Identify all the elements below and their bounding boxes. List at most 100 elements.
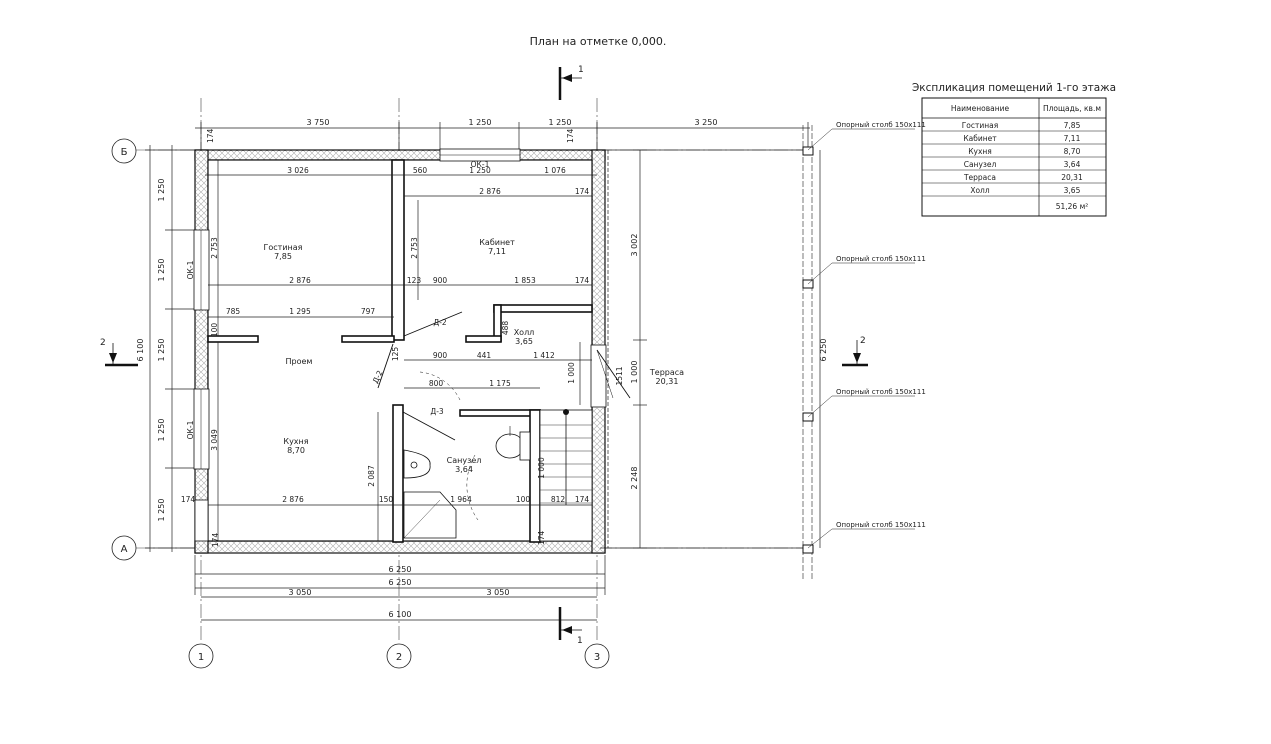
schedule-header-name: Наименование — [951, 104, 1010, 113]
schedule-row-name: Кухня — [968, 147, 992, 156]
dim-1000-stair: 1 000 — [537, 457, 546, 479]
door-tag-d3: Д-3 — [430, 407, 444, 416]
bottom-dim-3: 3 050 — [289, 588, 312, 597]
left-dim-3: 1 250 — [157, 339, 166, 362]
dim-174-a: 174 — [566, 128, 575, 143]
schedule-row-area: 7,11 — [1064, 134, 1081, 143]
bottom-dim-2: 6 250 — [389, 578, 412, 587]
terrace-posts — [802, 125, 915, 580]
post-label-4: Опорный столб 150х111 — [836, 521, 926, 529]
dim-174-top: 174 — [206, 128, 215, 143]
top-dim-2: 1 250 — [469, 118, 492, 127]
section-label-left: 2 — [100, 338, 106, 348]
dim-1964: 1 964 — [450, 495, 472, 504]
right-dimensions — [600, 149, 821, 549]
dim-125: 125 — [391, 347, 400, 362]
top-dim-4: 3 250 — [695, 118, 718, 127]
room-kitchen-area: 8,70 — [287, 446, 305, 455]
dim-150: 150 — [379, 495, 394, 504]
room-living-area: 7,85 — [274, 252, 292, 261]
left-dim-total: 6 100 — [136, 339, 145, 362]
window-tag-ok1-top: ОК-1 — [471, 160, 490, 169]
left-dim-5: 1 250 — [157, 499, 166, 522]
left-dimensions — [145, 145, 195, 552]
right-dim-1: 3 002 — [630, 234, 639, 257]
left-dim-4: 1 250 — [157, 419, 166, 442]
dim-kitchen-w: 2 876 — [282, 495, 304, 504]
room-hall-area: 3,65 — [515, 337, 533, 346]
interior-dimensions — [205, 160, 597, 541]
room-opening-name: Проем — [286, 357, 313, 366]
section-mark-top — [558, 67, 582, 100]
room-bathroom-name: Санузел — [447, 456, 482, 465]
dim-1295: 1 295 — [289, 307, 311, 316]
top-dimensions — [195, 122, 810, 150]
dim-living-h: 2 753 — [210, 237, 219, 259]
room-kitchen-name: Кухня — [283, 437, 308, 446]
post-label-2: Опорный столб 150х111 — [836, 255, 926, 263]
door-tag-d2a: Д-2 — [433, 318, 447, 327]
room-office-name: Кабинет — [479, 238, 515, 247]
dim-1412: 1 412 — [533, 351, 555, 360]
section-mark-right — [842, 340, 868, 367]
schedule-row-name: Гостиная — [962, 121, 999, 130]
dim-441: 441 — [477, 351, 492, 360]
dim-174-k: 174 — [181, 495, 196, 504]
dim-560: 560 — [413, 166, 428, 175]
schedule-row-area: 7,85 — [1064, 121, 1081, 130]
dim-1250-inner: 1 250 — [469, 166, 491, 175]
section-label-right: 2 — [860, 336, 866, 346]
plan-title: План на отметке 0,000. — [530, 35, 667, 48]
dim-living-w: 2 876 — [289, 276, 311, 285]
axis-label-2: 2 — [396, 652, 402, 663]
dim-488: 488 — [501, 321, 510, 336]
dim-office-h: 2 753 — [410, 237, 419, 259]
section-mark-left — [105, 343, 138, 367]
dim-1511: 1511 — [615, 366, 624, 385]
bottom-dimensions — [194, 555, 606, 621]
room-living-name: Гостиная — [264, 243, 303, 252]
section-mark-bottom — [558, 607, 582, 640]
left-dim-1: 1 250 — [157, 179, 166, 202]
schedule-row-area: 20,31 — [1061, 173, 1083, 182]
doors — [377, 311, 631, 521]
schedule-row-name: Санузел — [964, 160, 997, 169]
axis-label-1: 1 — [198, 652, 204, 663]
bathroom-fixtures — [403, 426, 531, 539]
right-dim-total: 6 250 — [819, 339, 828, 362]
dim-1175: 1 175 — [489, 379, 511, 388]
dim-174-b: 174 — [575, 495, 590, 504]
dim-785: 785 — [226, 307, 241, 316]
dim-1076: 1 076 — [544, 166, 566, 175]
schedule-total: 51,26 м² — [1056, 202, 1089, 211]
bottom-dim-5: 6 100 — [389, 610, 412, 619]
post-label-1: Опорный столб 150х111 — [836, 121, 926, 129]
dim-900-mid: 900 — [433, 276, 448, 285]
dim-2087: 2 087 — [367, 465, 376, 487]
dim-123: 123 — [407, 276, 422, 285]
room-bathroom-area: 3,64 — [455, 465, 473, 474]
room-terrace-area: 20,31 — [656, 377, 679, 386]
schedule-row-name: Холл — [970, 186, 990, 195]
dim-812: 812 — [551, 495, 566, 504]
bottom-dim-4: 3 050 — [487, 588, 510, 597]
bottom-dim-1: 6 250 — [389, 565, 412, 574]
dim-3026: 3 026 — [287, 166, 309, 175]
dim-office-w: 2 876 — [479, 187, 501, 196]
schedule-row-area: 3,65 — [1064, 186, 1081, 195]
axis-label-b: Б — [121, 147, 128, 158]
window-tag-ok1-left-bottom: ОК-1 — [186, 420, 195, 439]
dim-100-b: 100 — [516, 495, 531, 504]
schedule-row-area: 3,64 — [1064, 160, 1081, 169]
dim-800: 800 — [429, 379, 444, 388]
dim-1000-hall: 1 000 — [567, 362, 576, 384]
post-label-3: Опорный столб 150х111 — [836, 388, 926, 396]
window-tag-ok1-left-top: ОК-1 — [186, 260, 195, 279]
top-dim-3: 1 250 — [549, 118, 572, 127]
dim-office-174: 174 — [575, 187, 590, 196]
axis-label-3: 3 — [594, 652, 600, 663]
top-dim-1: 3 750 — [307, 118, 330, 127]
room-terrace-name: Терраса — [649, 368, 684, 377]
schedule-row-name: Кабинет — [963, 134, 997, 143]
